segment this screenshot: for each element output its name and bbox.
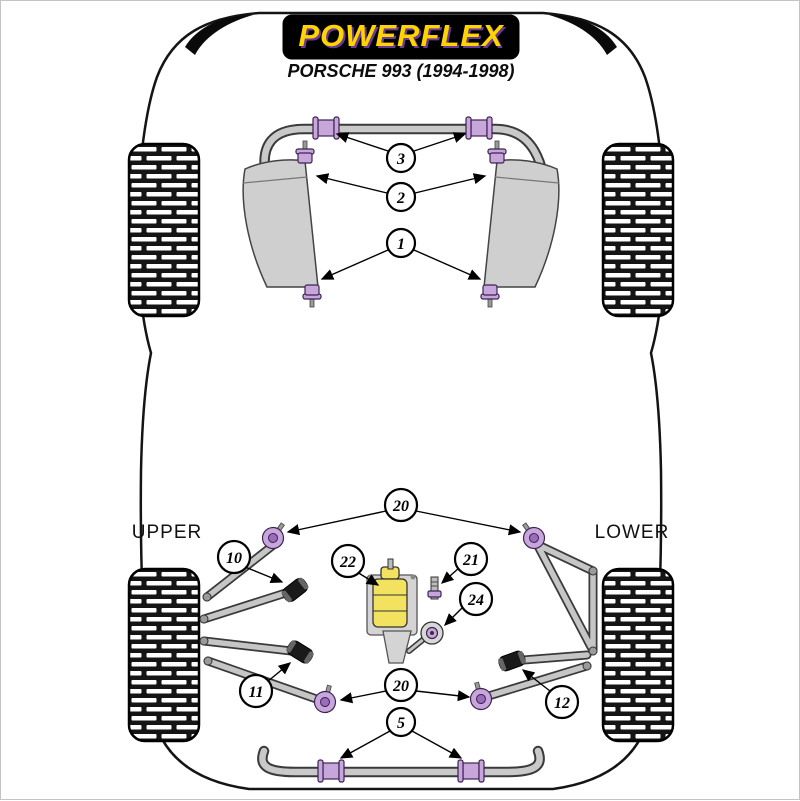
rear-left-hub-mounts: [199, 592, 213, 666]
callout-20-top: 20: [383, 487, 419, 523]
callout-3: 3: [385, 142, 417, 174]
callout-1-label: 1: [397, 236, 405, 253]
callout-2-label: 2: [396, 190, 405, 207]
vehicle-subtitle: PORSCHE 993 (1994-1998): [287, 61, 514, 81]
callout-1: 1: [385, 227, 417, 259]
front-bar-bushing-left: [312, 116, 340, 140]
rear-right-suspension-arms: [477, 538, 598, 703]
callout-20-bottom: 20: [383, 667, 419, 703]
rear-left-tire: [127, 567, 201, 743]
rear-right-hub-mounts: [582, 566, 598, 671]
lower-label: LOWER: [595, 522, 670, 543]
mount-washer-24: [420, 621, 444, 645]
callout-12-label: 12: [554, 695, 570, 712]
callout-21-label: 21: [462, 552, 479, 569]
callout-11-label: 11: [248, 684, 263, 701]
callout-3-label: 3: [396, 151, 405, 168]
upper-label: UPPER: [132, 522, 202, 543]
front-right-control-arm: [483, 159, 560, 288]
callout-10-label: 10: [226, 550, 242, 567]
front-bar-bushing-right: [465, 116, 493, 140]
callout-20-bottom-label: 20: [392, 678, 409, 695]
powerflex-logo: POWERFLEX POWERFLEX: [282, 14, 520, 60]
front-left-control-arm: [242, 159, 319, 288]
callout-24-label: 24: [467, 592, 484, 609]
front-callout-arrows: [315, 132, 487, 280]
callout-12: 12: [544, 684, 580, 720]
callout-24: 24: [458, 581, 494, 617]
hood-accent-right: [549, 15, 617, 55]
callout-11: 11: [238, 673, 274, 709]
mount-yellow-insert: [372, 578, 408, 628]
front-left-tire: [127, 142, 201, 318]
callout-21: 21: [453, 541, 489, 577]
rear-right-tire: [601, 567, 675, 743]
callout-5-label: 5: [397, 715, 405, 732]
brand-text-shadow: POWERFLEX: [300, 20, 507, 55]
callout-22-label: 22: [339, 554, 356, 571]
callout-20-top-label: 20: [392, 498, 409, 515]
rear-callout-arrows: [244, 510, 551, 759]
callout-22: 22: [330, 543, 366, 579]
rear-anti-roll-bar: [257, 745, 545, 778]
rear-bar-bushing-right: [457, 759, 485, 783]
mount-bolt-21: [427, 576, 442, 600]
front-right-tire: [601, 142, 675, 318]
callout-5: 5: [385, 706, 417, 738]
callout-2: 2: [385, 181, 417, 213]
rear-bar-bushing-left: [317, 759, 345, 783]
callout-10: 10: [216, 539, 252, 575]
engine-mount-assembly: [366, 558, 428, 664]
hood-accent-left: [185, 15, 253, 55]
brand-text: POWERFLEX: [298, 18, 505, 53]
